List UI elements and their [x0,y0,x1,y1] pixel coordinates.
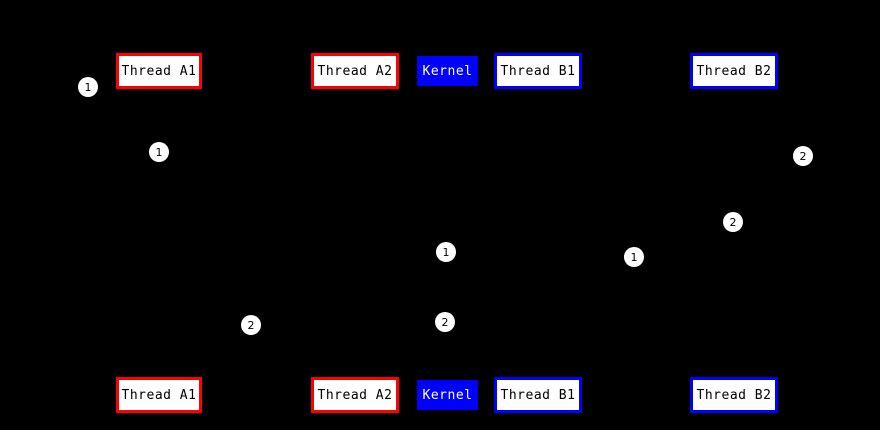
lifeline [538,89,539,377]
sequence-badge: 2 [723,212,743,232]
participant-box-thread-a1[interactable]: Thread A1 [116,377,202,413]
sequence-badge: 2 [241,315,261,335]
sequence-badge: 2 [435,312,455,332]
participant-box-thread-a1[interactable]: Thread A1 [116,53,202,89]
participant-box-thread-a2[interactable]: Thread A2 [311,53,399,89]
participant-label: Thread B2 [696,63,772,79]
participant-box-kernel[interactable]: Kernel [417,380,478,410]
sequence-badge: 1 [436,242,456,262]
lifeline-stub [354,373,356,377]
participant-label: Kernel [422,387,473,403]
lifeline-stub [733,89,735,93]
lifeline-stub [158,373,160,377]
lifeline [447,86,448,377]
participant-box-thread-b2[interactable]: Thread B2 [690,53,778,89]
participant-label: Thread A1 [121,387,197,403]
lifeline-stub [446,86,448,90]
participant-box-thread-b1[interactable]: Thread B1 [494,377,582,413]
lifeline [734,89,735,377]
sequence-badge: 2 [793,146,813,166]
sequence-badge: 1 [149,142,169,162]
participant-box-thread-b1[interactable]: Thread B1 [494,53,582,89]
participant-label: Thread B2 [696,387,772,403]
lifeline-stub [537,373,539,377]
lifeline-stub [733,373,735,377]
lifeline-stub [446,376,448,380]
lifeline-stub [158,89,160,93]
lifeline [355,89,356,377]
participant-label: Thread B1 [500,63,576,79]
participant-label: Thread B1 [500,387,576,403]
participant-box-thread-b2[interactable]: Thread B2 [690,377,778,413]
participant-label: Thread A2 [317,387,393,403]
lifeline-stub [354,89,356,93]
participant-label: Thread A1 [121,63,197,79]
participant-box-kernel[interactable]: Kernel [417,56,478,86]
participant-box-thread-a2[interactable]: Thread A2 [311,377,399,413]
sequence-badge: 1 [624,247,644,267]
sequence-badge: 1 [78,77,98,97]
participant-label: Thread A2 [317,63,393,79]
lifeline [159,89,160,377]
lifeline-stub [537,89,539,93]
participant-label: Kernel [422,63,473,79]
